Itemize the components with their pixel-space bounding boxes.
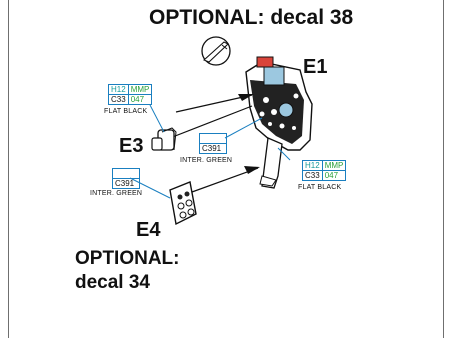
paint-box-flat-black-right: H12 MMP C33 047 bbox=[302, 160, 347, 181]
part-e1-panel bbox=[245, 56, 313, 189]
paint-caption: FLAT BLACK bbox=[104, 108, 148, 115]
optional-label-line2: decal 34 bbox=[75, 272, 150, 293]
paint-code: MMP bbox=[127, 84, 153, 95]
part-label-e3: E3 bbox=[119, 135, 144, 157]
assembly-arrows bbox=[169, 94, 260, 193]
part-e3 bbox=[151, 127, 177, 151]
paint-code: C391 bbox=[112, 178, 140, 189]
paint-box-inter-green-mid: C391 bbox=[199, 133, 227, 154]
part-e4 bbox=[169, 181, 197, 226]
page-border-right bbox=[443, 0, 444, 338]
paint-code: 047 bbox=[127, 94, 153, 105]
paint-code-empty bbox=[199, 133, 227, 144]
page-border-left bbox=[8, 0, 9, 338]
clear-window bbox=[263, 66, 285, 86]
paint-box-flat-black-left: H12 MMP C33 047 bbox=[108, 84, 153, 105]
paint-code: 047 bbox=[321, 170, 347, 181]
knife-icon bbox=[201, 36, 231, 66]
optional-label-line1: OPTIONAL: bbox=[75, 248, 180, 269]
paint-code: C33 bbox=[302, 170, 323, 181]
paint-caption: FLAT BLACK bbox=[298, 184, 342, 191]
paint-code: H12 bbox=[302, 160, 323, 171]
paint-code-empty bbox=[112, 168, 140, 179]
paint-box-inter-green-left: C391 bbox=[112, 168, 140, 189]
paint-caption: INTER. GREEN bbox=[180, 157, 233, 164]
decal-38-marker bbox=[256, 56, 274, 68]
paint-caption: INTER. GREEN bbox=[90, 190, 143, 197]
part-label-e4: E4 bbox=[136, 219, 161, 241]
part-label-e1: E1 bbox=[303, 56, 328, 78]
paint-code: C33 bbox=[108, 94, 129, 105]
optional-decal-38-label: OPTIONAL: decal 38 bbox=[149, 6, 354, 29]
optional-decal-34-label: OPTIONAL: decal 34 bbox=[75, 247, 180, 295]
paint-code: C391 bbox=[199, 143, 227, 154]
paint-code: H12 bbox=[108, 84, 129, 95]
paint-code: MMP bbox=[321, 160, 347, 171]
